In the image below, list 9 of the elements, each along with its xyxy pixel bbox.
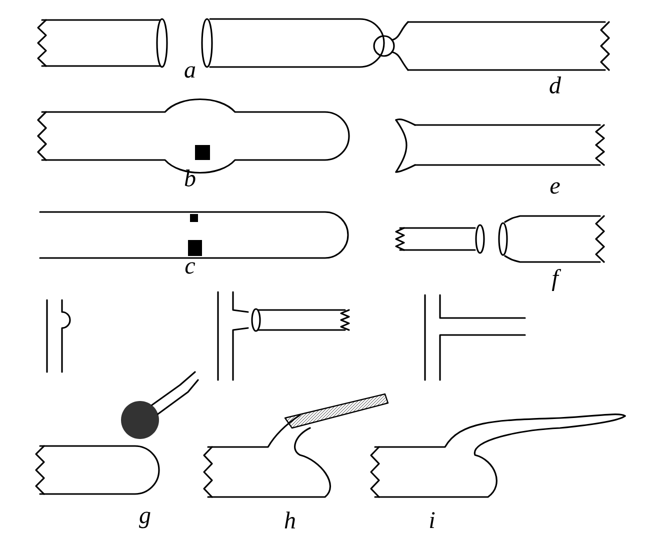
- figure-letter: f: [552, 269, 562, 291]
- figure-letter: h: [284, 512, 295, 528]
- figure-letter: b: [184, 170, 196, 186]
- figure-letter: a: [184, 66, 196, 78]
- figure-letter: d: [550, 76, 562, 94]
- figure-letter: e: [550, 182, 560, 194]
- figure-letter: c: [185, 262, 196, 274]
- figure-letter: i: [430, 512, 435, 528]
- figure-letter: g: [139, 512, 150, 528]
